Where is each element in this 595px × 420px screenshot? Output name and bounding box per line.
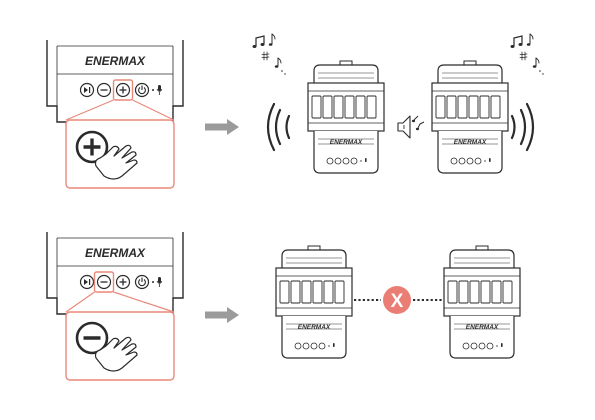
music-notes-icon [511,34,544,75]
speaker-left-brand: ENERMAX [298,324,331,331]
music-notes-icon [253,34,286,75]
disconnect-label: X [391,291,404,312]
sound-waves-icon [268,104,289,150]
speaker-right: ENERMAX [444,246,520,358]
speaker-right: ENERMAX [432,61,508,173]
speaker-right-brand: ENERMAX [466,324,499,331]
control-panel: ENERMAX [47,40,183,122]
flow-arrow [205,119,239,135]
speaker-left-brand: ENERMAX [330,139,363,146]
panel-brand-logo: ENERMAX [85,54,146,68]
control-panel: ENERMAX [47,232,183,314]
step-unpair: ENERMAX ENERMAX X ENERMAX [47,232,520,380]
speaker-left: ENERMAX [308,61,384,173]
flow-arrow [205,307,239,323]
panel-brand-logo: ENERMAX [85,246,146,260]
step-pair: ENERMAX ENERMAX [47,34,544,188]
speaker-left: ENERMAX [276,246,352,358]
disconnect-link: X [354,286,444,314]
speaker-right-brand: ENERMAX [454,139,487,146]
speaker-sound-icon [398,116,424,138]
sound-waves-icon [512,104,533,150]
